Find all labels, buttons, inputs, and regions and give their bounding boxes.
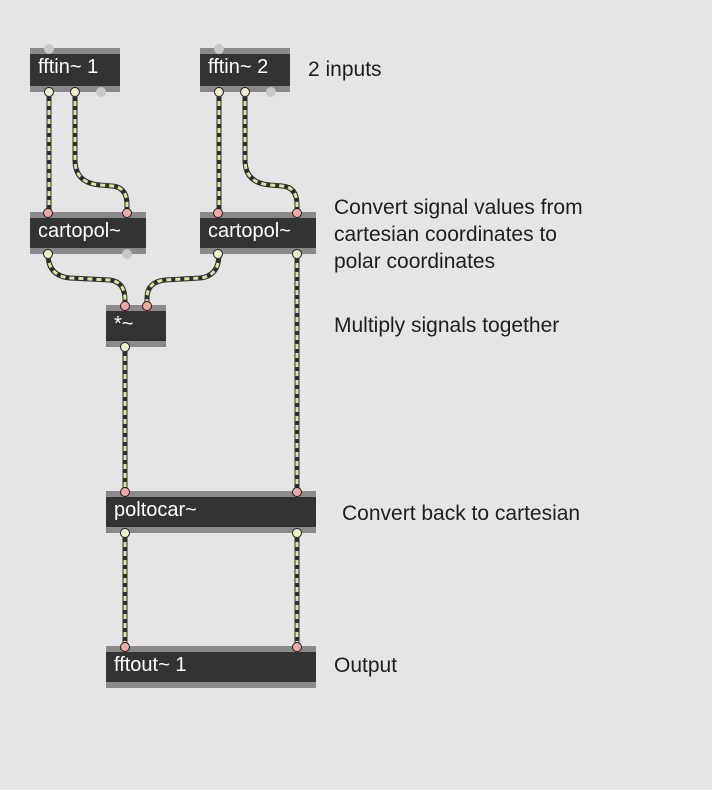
outlet-port[interactable] <box>292 249 302 259</box>
inlet-port[interactable] <box>43 208 53 218</box>
patch-cord[interactable] <box>242 92 300 212</box>
comment-convert-line-1: Convert signal values from <box>334 196 583 219</box>
outlet-port[interactable] <box>240 87 250 97</box>
object-label: fftin~ 1 <box>38 56 99 78</box>
fftin-1-object[interactable]: fftin~ 1 <box>30 48 120 92</box>
outlet-port[interactable] <box>266 87 276 97</box>
outlet-port[interactable] <box>213 249 223 259</box>
outlet-port[interactable] <box>214 87 224 97</box>
outlet-port[interactable] <box>120 528 130 538</box>
comment-output: Output <box>334 654 398 677</box>
patch-cord[interactable] <box>144 253 222 305</box>
comment-convert-line-2: cartesian coordinates to <box>334 223 557 246</box>
inlet-port[interactable] <box>120 487 130 497</box>
inlet-port[interactable] <box>292 642 302 652</box>
object-label: poltocar~ <box>114 499 197 521</box>
poltocar-object[interactable]: poltocar~ <box>106 491 316 533</box>
inlet-port[interactable] <box>120 642 130 652</box>
outlet-port[interactable] <box>120 342 130 352</box>
inlet-port[interactable] <box>214 44 224 54</box>
cartopol-right-object[interactable]: cartopol~ <box>200 212 316 254</box>
comment-inputs: 2 inputs <box>308 58 382 81</box>
outlet-port[interactable] <box>43 249 53 259</box>
inlet-port[interactable] <box>142 301 152 311</box>
inlet-port[interactable] <box>122 208 132 218</box>
inlet-port[interactable] <box>292 487 302 497</box>
inlet-port[interactable] <box>120 301 130 311</box>
outlet-port[interactable] <box>292 528 302 538</box>
comment-multiply: Multiply signals together <box>334 314 560 337</box>
object-label: *~ <box>114 313 134 335</box>
comment-convert-back: Convert back to cartesian <box>342 502 581 525</box>
inlet-port[interactable] <box>44 44 54 54</box>
object-label: cartopol~ <box>38 220 121 242</box>
inlet-port[interactable] <box>213 208 223 218</box>
comment-convert-line-3: polar coordinates <box>334 250 496 273</box>
patch-cord[interactable] <box>45 253 128 305</box>
outlet-port[interactable] <box>122 249 132 259</box>
object-label: fftout~ 1 <box>114 654 187 676</box>
outlet-port[interactable] <box>96 87 106 97</box>
object-label: fftin~ 2 <box>208 56 269 78</box>
fftin-2-object[interactable]: fftin~ 2 <box>200 48 290 92</box>
multiply-signal-object[interactable]: *~ <box>106 305 166 347</box>
cartopol-left-object[interactable]: cartopol~ <box>30 212 146 254</box>
patch-cord[interactable] <box>72 92 130 212</box>
object-label: cartopol~ <box>208 220 291 242</box>
inlet-port[interactable] <box>292 208 302 218</box>
outlet-port[interactable] <box>70 87 80 97</box>
fftout-object[interactable]: fftout~ 1 <box>106 646 316 688</box>
outlet-port[interactable] <box>44 87 54 97</box>
